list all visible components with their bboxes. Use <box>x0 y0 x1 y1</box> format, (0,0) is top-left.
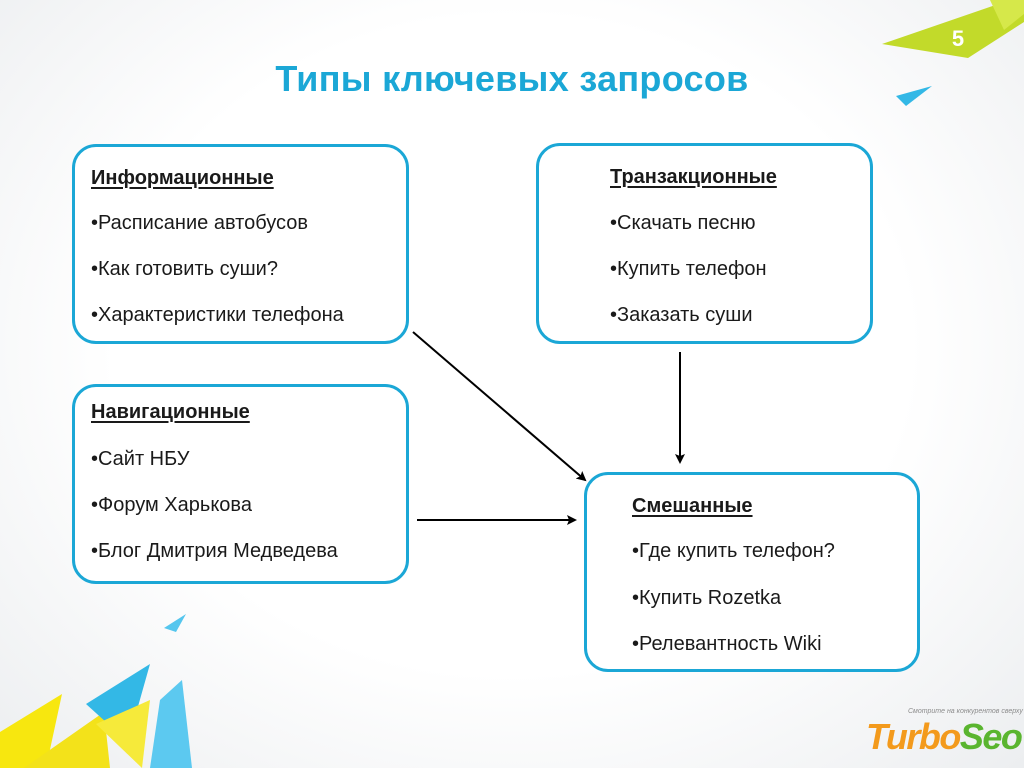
shard-blue-small-left <box>164 614 186 632</box>
box-navigational-item: •Форум Харькова <box>91 494 252 516</box>
shard-yellow-bottom-left-2 <box>24 712 110 768</box>
box-navigational <box>72 384 409 584</box>
shard-blue-top-right <box>896 86 932 106</box>
shard-blue-bottom-left-2 <box>150 680 192 768</box>
box-transactional-title: Транзакционные <box>610 166 777 188</box>
logo-wordmark: TurboSeo <box>866 716 1023 758</box>
box-transactional-item: •Купить телефон <box>610 258 767 280</box>
slide-number: 5 <box>951 26 965 51</box>
logo-word-turbo: Turbo <box>866 716 961 757</box>
box-informational-item: •Расписание автобусов <box>91 212 308 234</box>
logo-word-seo: Seo <box>959 716 1023 757</box>
box-informational-title: Информационные <box>91 167 274 189</box>
shard-yellow-bottom-left <box>0 694 62 768</box>
logo-tagline: Смотрите на конкурентов сверху <box>908 708 1023 715</box>
shard-yellow-bottom-left-3 <box>96 700 150 768</box>
box-transactional-item: •Заказать суши <box>610 304 753 326</box>
arrow-informational-to-mixed <box>412 331 587 482</box>
box-informational <box>72 144 409 344</box>
shard-lime-corner <box>990 0 1024 30</box>
box-mixed-item: •Где купить телефон? <box>632 540 835 562</box>
box-navigational-item: •Сайт НБУ <box>91 448 190 470</box>
turboseo-logo: Смотрите на конкурентов сверху TurboSeo <box>862 704 1023 760</box>
box-mixed-item: •Купить Rozetka <box>632 587 782 609</box>
box-mixed-item: •Релевантность Wiki <box>632 633 822 655</box>
box-transactional <box>536 143 873 344</box>
box-informational-item: •Как готовить суши? <box>91 258 278 280</box>
box-navigational-title: Навигационные <box>91 401 250 423</box>
shard-blue-bottom-left <box>86 664 150 742</box>
box-transactional-item: •Скачать песню <box>610 212 756 234</box>
box-mixed <box>584 472 920 672</box>
slide-title: Типы ключевых запросов <box>275 58 749 99</box>
shard-lime-top-right <box>882 0 1024 58</box>
box-mixed-title: Смешанные <box>632 495 753 517</box>
box-navigational-item: •Блог Дмитрия Медведева <box>91 540 338 562</box>
box-informational-item: •Характеристики телефона <box>91 304 344 326</box>
